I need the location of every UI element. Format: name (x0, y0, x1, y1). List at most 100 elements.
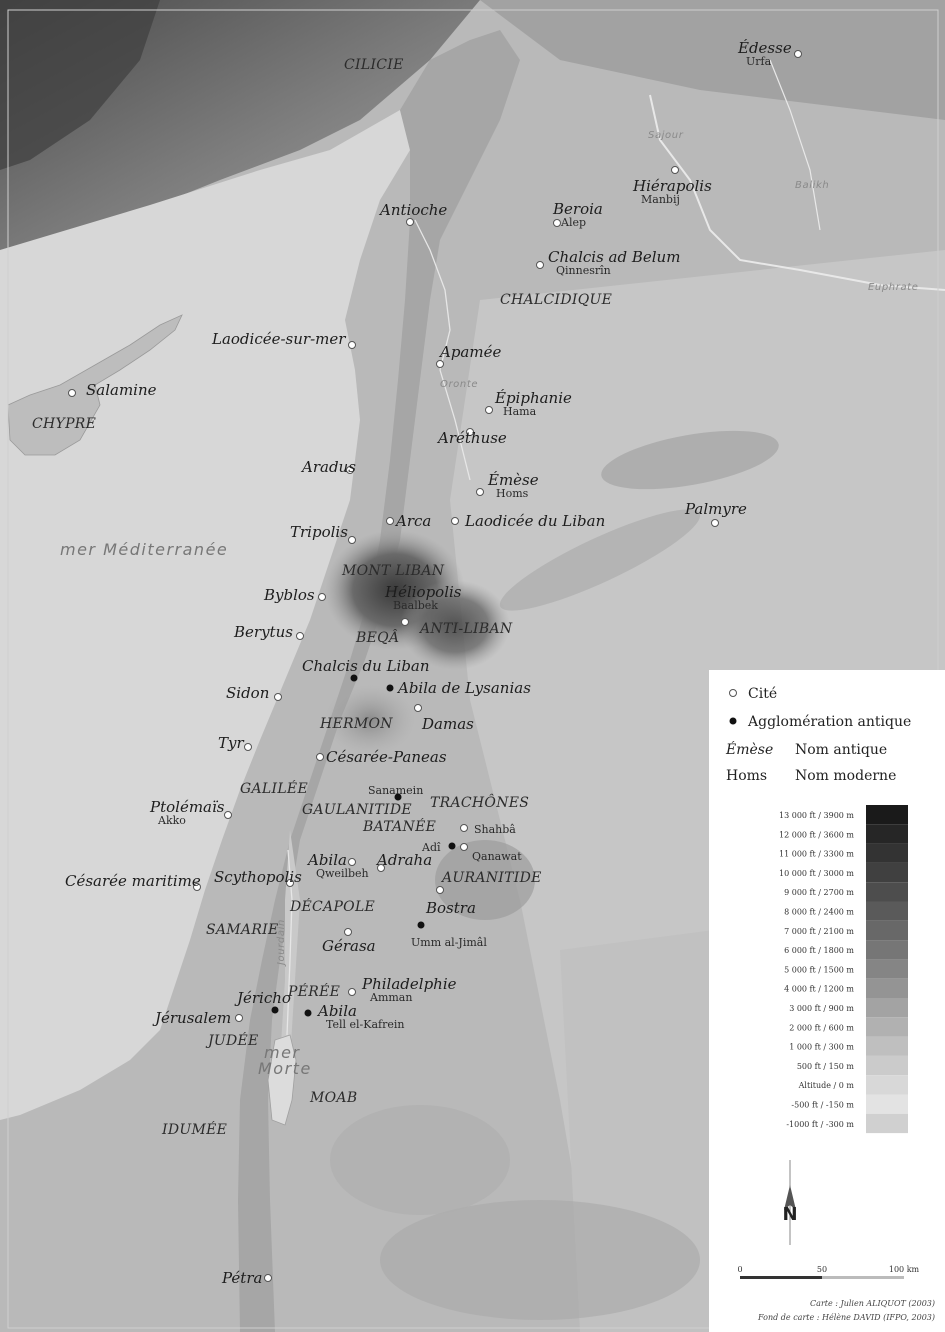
city-marker-arethuse (466, 428, 474, 436)
city-ancient-name-emese: Émèse (487, 471, 539, 489)
city-marker-sidon (274, 693, 282, 701)
city-ancient-name-jerusalem: Jérusalem (152, 1009, 231, 1027)
city-umm-jimal: Umm al-Jimâl (411, 921, 487, 949)
city-modern-name-abila-peree: Tell el-Kafrein (326, 1018, 405, 1031)
city-marker-abila (348, 858, 356, 866)
city-ancient-name-cesaree-maritime: Césarée maritime (65, 872, 201, 890)
city-marker-palmyre (711, 519, 719, 527)
region-cilicie: CILICIE (344, 57, 404, 73)
city-aradus: Aradus (300, 458, 356, 476)
elevation-label: 13 000 ft / 3900 m (779, 811, 854, 820)
city-ancient-name-edesse: Édesse (737, 39, 792, 57)
elevation-label: -500 ft / -150 m (791, 1101, 854, 1110)
city-ancient-name-arethuse: Aréthuse (436, 429, 507, 447)
river-label-oronte: Oronte (440, 379, 478, 390)
elevation-label: -1000 ft / -300 m (786, 1120, 854, 1129)
city-modern-name-epiphanie: Hama (503, 405, 537, 418)
region-beqa: BEQÂ (355, 628, 399, 646)
elevation-label: 12 000 ft / 3600 m (779, 830, 854, 839)
city-antioche: Antioche (378, 201, 447, 226)
elevation-swatch (866, 959, 908, 979)
scale-tick-100: 100 km (889, 1265, 920, 1274)
city-ancient-name-palmyre: Palmyre (684, 500, 747, 518)
legend-sample-modern-desc: Nom moderne (795, 768, 896, 784)
city-jericho: Jéricho (234, 989, 291, 1014)
region-judee: JUDÉE (205, 1031, 259, 1049)
city-modern-name-sanamein: Sanamein (368, 784, 423, 797)
city-marker-edesse (794, 50, 802, 58)
river-label-balikh: Balikh (795, 180, 829, 191)
region-chypre: CHYPRE (32, 416, 96, 432)
city-marker-tripolis (348, 536, 356, 544)
city-laodicee-liban: Laodicée du Liban (451, 512, 605, 530)
elevation-label: 1 000 ft / 300 m (789, 1043, 854, 1052)
city-salamine: Salamine (68, 381, 157, 399)
city-marker-shahba (460, 824, 468, 832)
city-marker-arca (386, 517, 394, 525)
region-samarie: SAMARIE (206, 922, 279, 938)
region-galilee: GALILÉE (240, 779, 308, 797)
city-marker-antioche (406, 218, 414, 226)
credit-basemap: Fond de carte : Hélène DAVID (IFPO, 2003… (757, 1313, 935, 1322)
elevation-label: 7 000 ft / 2100 m (784, 927, 854, 936)
city-ancient-name-jericho: Jéricho (234, 989, 291, 1007)
city-byblos: Byblos (263, 586, 326, 604)
water-label-mediterranee: mer Méditerranée (60, 540, 228, 559)
region-moab: MOAB (309, 1090, 357, 1106)
city-modern-name-shahba: Shahbâ (474, 823, 516, 836)
city-marker-jerusalem (235, 1014, 243, 1022)
region-trachones: TRACHÔNES (430, 793, 529, 811)
elevation-swatch (866, 1036, 908, 1056)
city-modern-name-abila: Qweilbeh (316, 867, 369, 880)
legend-sample-ancient: Émèse (725, 740, 773, 758)
city-ancient-name-scythopolis: Scythopolis (214, 868, 302, 886)
scale-tick-0: 0 (737, 1265, 742, 1274)
city-shahba: Shahbâ (460, 823, 516, 836)
elevation-swatch (866, 998, 908, 1018)
region-decapole: DÉCAPOLE (289, 897, 375, 915)
agglomeration-marker-abila-lysanias (386, 684, 394, 692)
region-hermon: HERMON (319, 716, 393, 732)
city-ancient-name-chalcis-liban: Chalcis du Liban (302, 657, 430, 675)
city-abila-lysanias: Abila de Lysanias (386, 679, 531, 697)
city-arethuse: Aréthuse (436, 428, 507, 447)
coastal-ranges (238, 30, 520, 1332)
city-sidon: Sidon (226, 684, 282, 702)
city-ancient-name-laodicee-mer: Laodicée-sur-mer (211, 330, 346, 348)
elevation-swatch (866, 1055, 908, 1076)
region-auranitide: AURANITIDE (440, 870, 542, 886)
balikh-river (769, 59, 821, 231)
city-bostra: Bostra (425, 886, 476, 917)
elevation-label: 500 ft / 150 m (797, 1062, 855, 1071)
city-marker-philadelphie (348, 988, 356, 996)
city-modern-name-emese: Homs (496, 487, 529, 500)
region-mont-liban: MONT LIBAN (341, 563, 445, 579)
elevation-swatch (866, 1094, 908, 1114)
elevation-swatch (866, 843, 908, 863)
city-ancient-name-philadelphie: Philadelphie (361, 975, 457, 993)
city-modern-name-philadelphie: Amman (369, 991, 412, 1004)
elevation-swatch (866, 805, 908, 825)
agglomeration-marker-umm-jimal (417, 921, 425, 929)
region-idumee: IDUMÉE (161, 1120, 227, 1138)
city-ancient-name-damas: Damas (421, 715, 474, 733)
city-ancient-name-abila-peree: Abila (316, 1002, 357, 1020)
city-ancient-name-berytus: Berytus (233, 623, 293, 641)
city-marker-damas (414, 704, 422, 712)
city-marker-hierapolis (671, 166, 679, 174)
city-marker-ptolemais (224, 811, 232, 819)
city-marker-qanawat (460, 843, 468, 851)
city-ancient-name-tripolis: Tripolis (290, 523, 348, 541)
north-arrow: N (782, 1160, 798, 1245)
elevation-label: 10 000 ft / 3000 m (779, 869, 854, 878)
elevation-label: 9 000 ft / 2700 m (784, 888, 854, 897)
city-marker-cesaree-maritime (193, 883, 201, 891)
